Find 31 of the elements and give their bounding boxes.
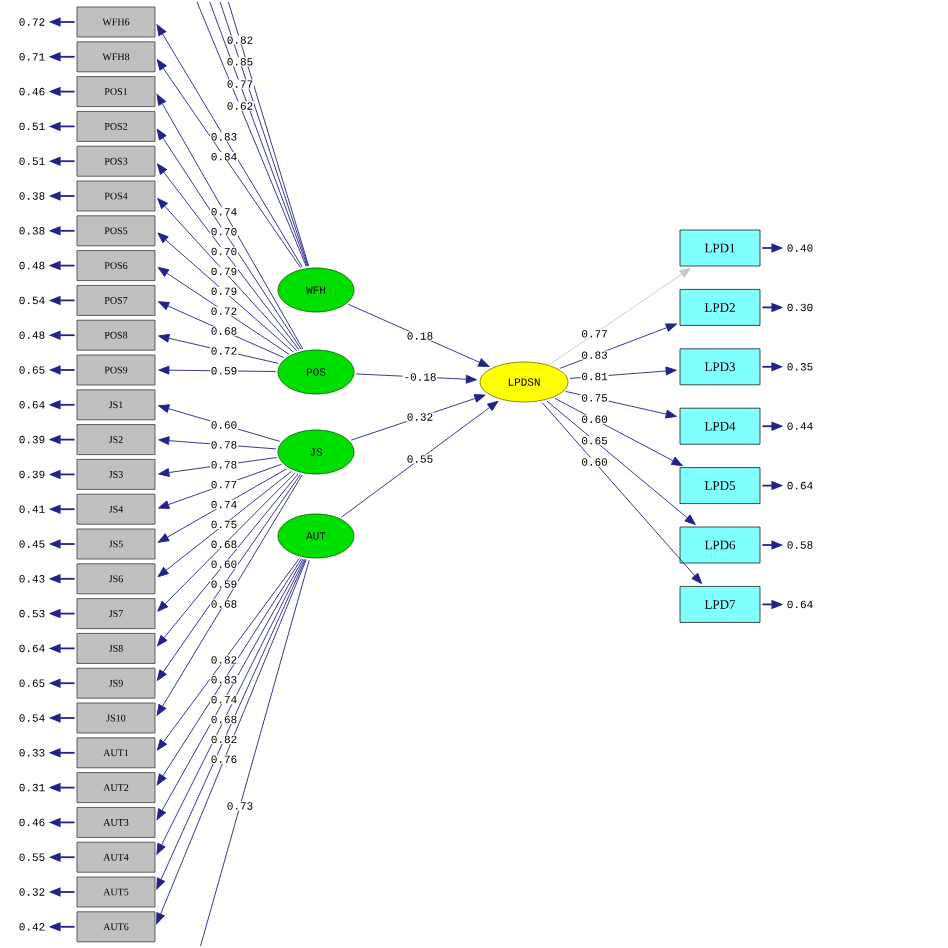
path-arrow — [565, 391, 677, 419]
path-arrow — [541, 401, 703, 584]
path-arrow — [549, 267, 691, 365]
path-arrow — [157, 301, 285, 359]
path-arrow — [157, 472, 296, 612]
path-arrow — [156, 557, 301, 751]
path-arrow — [340, 400, 499, 518]
path-arrow — [158, 404, 281, 442]
path-arrow — [158, 333, 279, 364]
path-arrow — [546, 400, 696, 525]
path-arrow — [156, 473, 301, 681]
path-arrow — [355, 373, 477, 384]
path-arrow — [158, 436, 277, 450]
path-arrow — [569, 366, 677, 379]
path-arrow — [157, 468, 288, 543]
path-arrow — [350, 394, 486, 441]
path-arrow — [158, 365, 277, 375]
path-arrow — [158, 463, 282, 509]
path-arrow — [157, 473, 299, 647]
path-arrow — [156, 474, 303, 716]
path-arrow — [157, 266, 290, 355]
path-arrow — [157, 198, 298, 352]
path-arrow — [559, 323, 677, 369]
path-arrow — [158, 457, 278, 477]
path-arrow — [156, 24, 303, 268]
path-arrow — [156, 163, 300, 351]
path-arrow — [554, 397, 683, 467]
path-arrow — [157, 232, 294, 353]
path-arrow — [348, 303, 490, 367]
path-arrow — [157, 470, 293, 578]
path-arrow — [156, 59, 301, 268]
